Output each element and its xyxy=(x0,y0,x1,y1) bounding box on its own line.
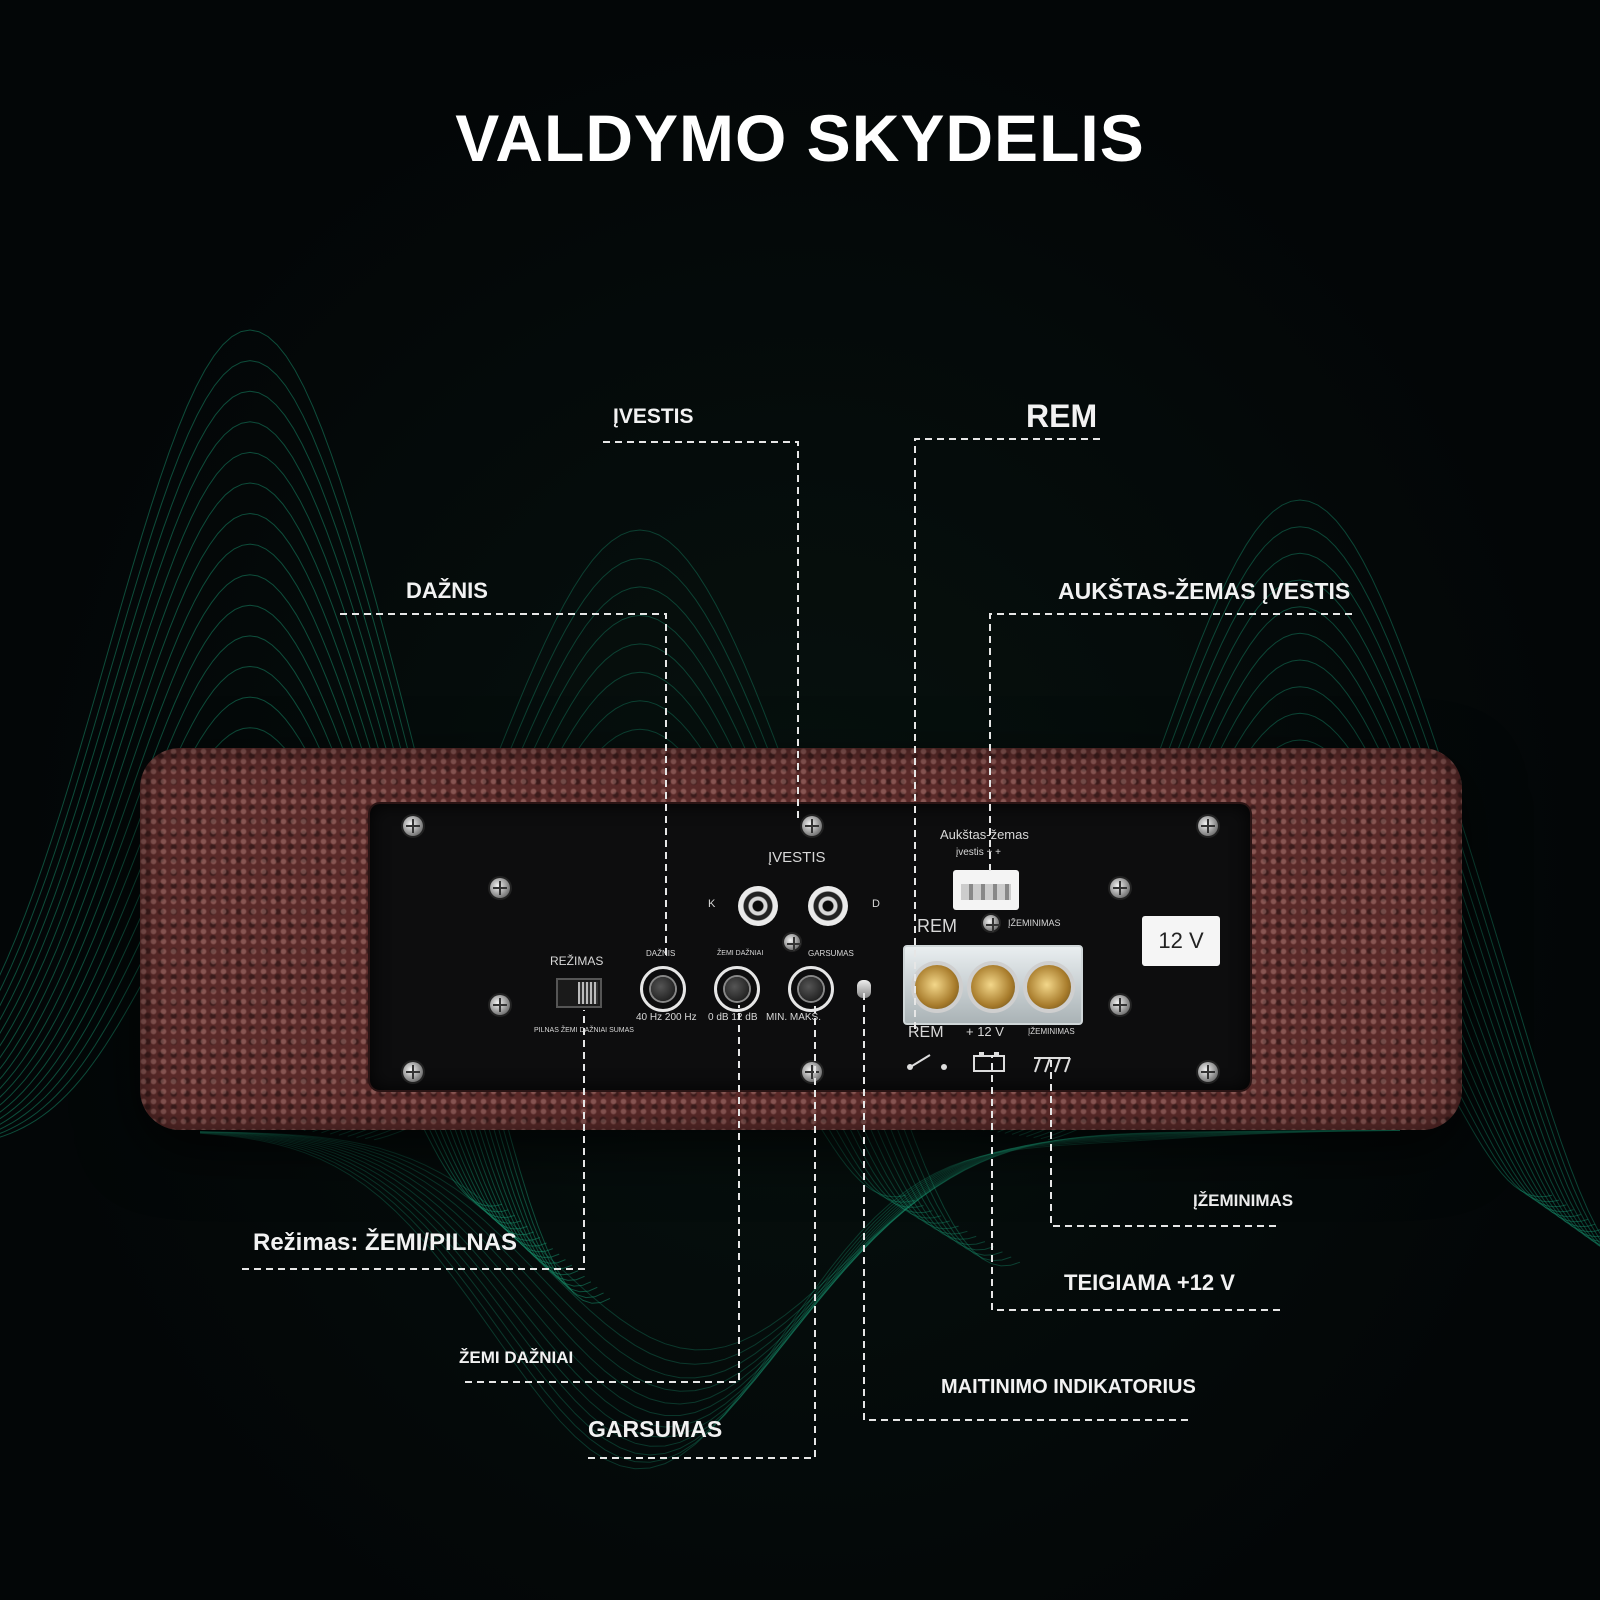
panel-right-label: D xyxy=(872,898,880,910)
panel-ground-terminal-label: ĮŽEMINIMAS xyxy=(1028,1027,1075,1036)
panel-rezimas-options: PILNAS ŽEMI DAŽNIAI SUMAS xyxy=(534,1027,634,1034)
screw xyxy=(490,995,510,1015)
screw xyxy=(490,878,510,898)
callout-ivestis: ĮVESTIS xyxy=(613,405,694,428)
screw xyxy=(403,816,423,836)
screw xyxy=(983,915,999,932)
screw xyxy=(1110,878,1130,898)
screw xyxy=(1110,995,1130,1015)
screw xyxy=(784,934,800,951)
power-led xyxy=(857,980,871,998)
knob-garsumas-label: GARSUMAS xyxy=(808,949,854,958)
panel-ground-small-label: ĮŽEMINIMAS xyxy=(1008,918,1061,928)
callout-rem: REM xyxy=(1026,398,1098,434)
voltage-badge: 12 V xyxy=(1142,916,1220,966)
frequency-knob[interactable] xyxy=(640,966,686,1012)
callout-daznis: DAŽNIS xyxy=(406,578,488,603)
screw xyxy=(802,816,822,836)
knob-zemi-scale: 0 dB 12 dB xyxy=(708,1012,758,1023)
callout-aukstas-zemas: AUKŠTAS-ŽEMAS ĮVESTIS xyxy=(1058,578,1351,604)
hl-label-line1: Aukštas-žemas xyxy=(940,827,1029,842)
page-title: VALDYMO SKYDELIS xyxy=(455,101,1145,175)
hl-label-line2: įvestis + + xyxy=(956,847,1002,858)
panel-plus12v-label: + 12 V xyxy=(966,1024,1004,1039)
rca-input-right[interactable] xyxy=(808,886,848,926)
rca-input-left[interactable] xyxy=(738,886,778,926)
screw xyxy=(802,1062,822,1082)
panel-left-label: K xyxy=(708,898,716,910)
plus12v-terminal[interactable] xyxy=(971,965,1015,1009)
knob-daznis-label: DAŽNIS xyxy=(646,949,676,958)
panel-rem-top-label: REM xyxy=(917,916,957,936)
panel-rezimas-label: REŽIMAS xyxy=(550,954,604,968)
panel-ivestis-label: ĮVESTIS xyxy=(768,849,826,866)
volume-knob[interactable] xyxy=(788,966,834,1012)
rem-terminal[interactable] xyxy=(915,965,959,1009)
ground-terminal[interactable] xyxy=(1027,965,1071,1009)
power-terminal-block xyxy=(903,945,1083,1025)
high-low-input-connector[interactable] xyxy=(953,870,1019,910)
knob-garsumas-scale: MIN. MAKS. xyxy=(766,1012,822,1023)
bass-boost-knob[interactable] xyxy=(714,966,760,1012)
screw xyxy=(1198,1062,1218,1082)
knob-daznis-scale: 40 Hz 200 Hz xyxy=(636,1012,697,1023)
mode-switch[interactable] xyxy=(556,978,602,1008)
ground-icon xyxy=(1034,1057,1071,1073)
screw xyxy=(1198,816,1218,836)
panel-rem-bottom-label: REM xyxy=(908,1024,944,1041)
battery-icon xyxy=(973,1052,1005,1072)
screw xyxy=(403,1062,423,1082)
switch-icon xyxy=(907,1054,947,1070)
knob-zemi-label: ŽEMI DAŽNIAI xyxy=(717,950,764,957)
